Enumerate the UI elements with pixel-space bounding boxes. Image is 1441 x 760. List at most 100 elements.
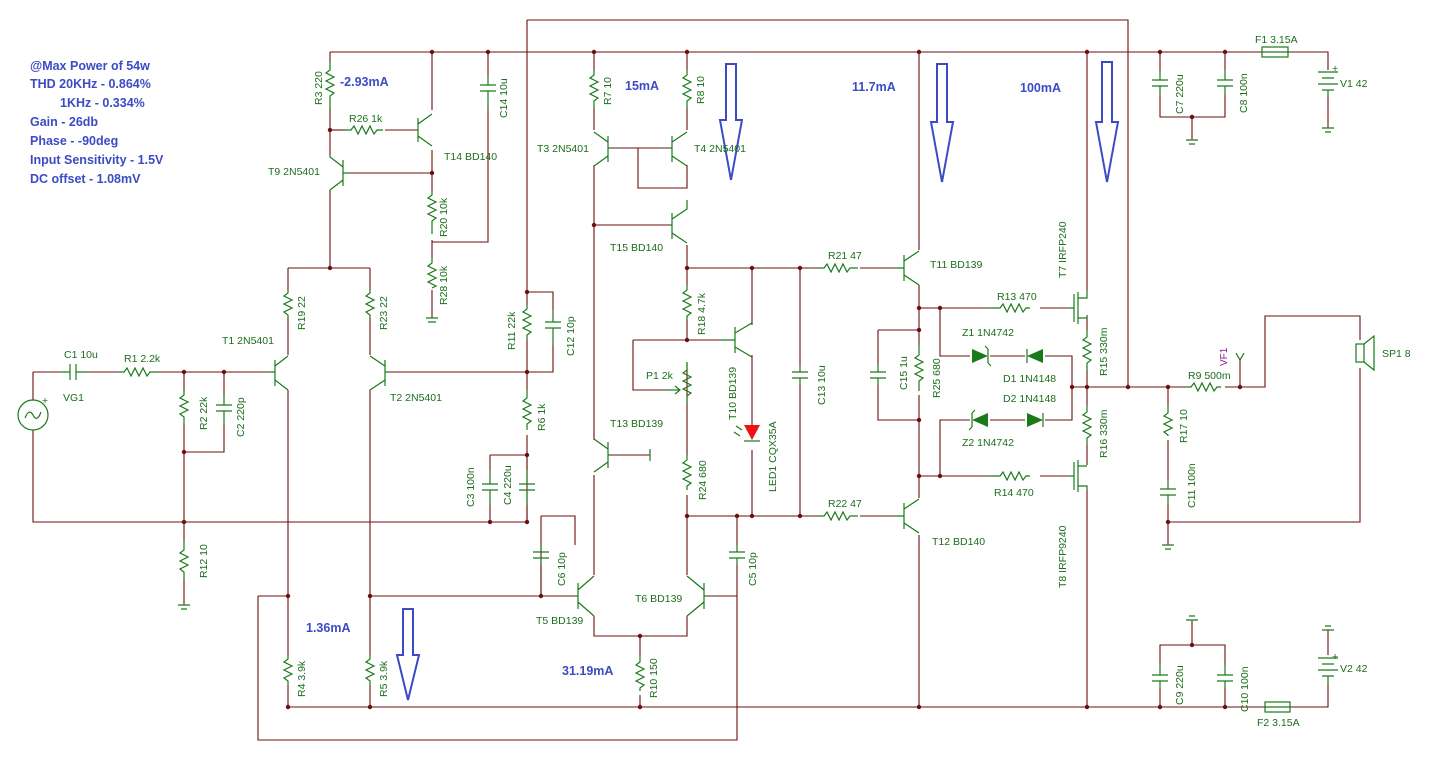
probe-symbol (1235, 352, 1245, 361)
label-t10: T10 BD139 (727, 367, 739, 420)
current-t9: -2.93mA (340, 75, 389, 89)
ground-symbols (178, 127, 1334, 631)
label-r1: R1 2.2k (124, 353, 161, 365)
label-t15: T15 BD140 (610, 242, 663, 254)
label-r3: R3 220 (313, 71, 325, 105)
label-c4: C4 220u (502, 465, 514, 505)
note-line-4: Gain - 26db (30, 115, 98, 129)
label-t9: T9 2N5401 (268, 166, 320, 178)
diodes (968, 345, 1044, 431)
current-arrows (395, 61, 1120, 701)
label-r2: R2 22k (198, 396, 210, 430)
label-r11: R11 22k (506, 311, 518, 350)
label-c10: C10 100n (1239, 666, 1251, 712)
label-r12: R12 10 (198, 544, 210, 578)
label-v2: V2 42 (1340, 663, 1368, 675)
label-c6: C6 10p (556, 552, 568, 586)
current-ltp: 31.19mA (562, 664, 613, 678)
label-r23: R23 22 (378, 296, 390, 330)
label-z2: Z2 1N4742 (962, 437, 1014, 449)
label-c8: C8 100n (1238, 73, 1250, 113)
label-z1: Z1 1N4742 (962, 327, 1014, 339)
label-c1: C1 10u (64, 349, 98, 361)
label-r15: R15 330m (1098, 327, 1110, 376)
svg-text:+: + (42, 395, 48, 407)
label-r8: R8 10 (695, 76, 707, 104)
label-vf1: VF1 (1219, 347, 1230, 366)
label-r10: R10 150 (648, 658, 660, 698)
label-p1: P1 2k (646, 370, 674, 382)
transistors (270, 113, 920, 617)
label-t5: T5 BD139 (536, 615, 583, 627)
current-driver: 11.7mA (852, 80, 896, 94)
label-r21: R21 47 (828, 250, 862, 262)
label-t11: T11 BD139 (930, 259, 982, 271)
led-symbol (733, 420, 760, 442)
note-line-6: Input Sensitivity - 1.5V (30, 153, 164, 167)
current-vas: 15mA (625, 79, 659, 93)
label-vg1: VG1 (63, 392, 84, 404)
label-r7: R7 10 (602, 77, 614, 105)
label-d1: D1 1N4148 (1003, 373, 1056, 385)
fuses (1261, 46, 1291, 713)
potentiometer-p1 (665, 362, 693, 404)
current-output: 100mA (1020, 81, 1061, 95)
label-t4: T4 2N5401 (694, 143, 746, 155)
junction-dots (181, 49, 1243, 710)
label-c14: C14 10u (498, 78, 510, 118)
current-input: 1.36mA (306, 621, 350, 635)
label-c7: C7 220u (1174, 74, 1186, 114)
label-c11: C11 100n (1186, 463, 1198, 508)
label-r13: R13 470 (997, 291, 1037, 303)
label-r20: R20 10k (438, 197, 450, 237)
label-r19: R19 22 (296, 296, 308, 330)
signal-source: + (17, 395, 49, 431)
label-r22: R22 47 (828, 498, 862, 510)
label-r28: R28 10k (438, 265, 450, 305)
label-r5: R5 3.9k (378, 660, 390, 697)
label-r4: R4 3.9k (296, 660, 308, 697)
label-led1: LED1 CQX35A (767, 421, 779, 492)
wires (32, 19, 1361, 741)
label-r9: R9 500m (1188, 370, 1231, 382)
label-v1: V1 42 (1340, 78, 1368, 90)
component-labels-vertical: R3 220 R20 10k R28 10k C14 10u R19 22 R2… (198, 71, 1251, 712)
label-r6: R6 1k (536, 403, 548, 431)
note-line-7: DC offset - 1.08mV (30, 172, 141, 186)
label-t3: T3 2N5401 (537, 143, 589, 155)
capacitors (60, 70, 1233, 688)
label-t6: T6 BD139 (635, 593, 682, 605)
label-r14: R14 470 (994, 487, 1034, 499)
speaker-symbol (1355, 334, 1375, 372)
svg-text:+: + (1332, 63, 1338, 75)
label-r18: R18 4.7k (696, 292, 708, 335)
current-labels: -2.93mA 15mA 11.7mA 100mA 1.36mA 31.19mA (306, 75, 1061, 678)
label-c2: C2 220p (235, 397, 247, 437)
label-t2: T2 2N5401 (390, 392, 442, 404)
label-c13: C13 10u (816, 365, 828, 405)
label-f2: F2 3.15A (1257, 717, 1300, 729)
batteries: + + (1318, 63, 1338, 685)
label-r17: R17 10 (1178, 409, 1190, 443)
component-labels: R26 1k T14 BD140 T9 2N5401 T1 2N5401 T2 … (63, 34, 1411, 729)
note-line-2: THD 20KHz - 0.864% (30, 77, 151, 91)
mosfets (1068, 290, 1088, 492)
label-f1: F1 3.15A (1255, 34, 1298, 46)
label-t8: T8 IRFP9240 (1057, 525, 1069, 588)
resistors (118, 62, 1221, 691)
label-t7: T7 IRFP240 (1057, 221, 1069, 278)
label-t14: T14 BD140 (444, 151, 497, 163)
note-line-3: 1KHz - 0.334% (60, 96, 145, 110)
label-r24: R24 680 (697, 460, 709, 500)
note-line-5: Phase - -90deg (30, 134, 118, 148)
label-t13: T13 BD139 (610, 418, 663, 430)
label-r16: R16 330m (1098, 409, 1110, 458)
label-r26: R26 1k (349, 113, 383, 125)
label-r25: R25 680 (931, 358, 943, 398)
label-c15: C15 1u (898, 356, 910, 390)
svg-text:+: + (1332, 651, 1338, 663)
note-line-1: @Max Power of 54w (30, 59, 150, 73)
spec-notes: @Max Power of 54w THD 20KHz - 0.864% 1KH… (30, 59, 164, 186)
